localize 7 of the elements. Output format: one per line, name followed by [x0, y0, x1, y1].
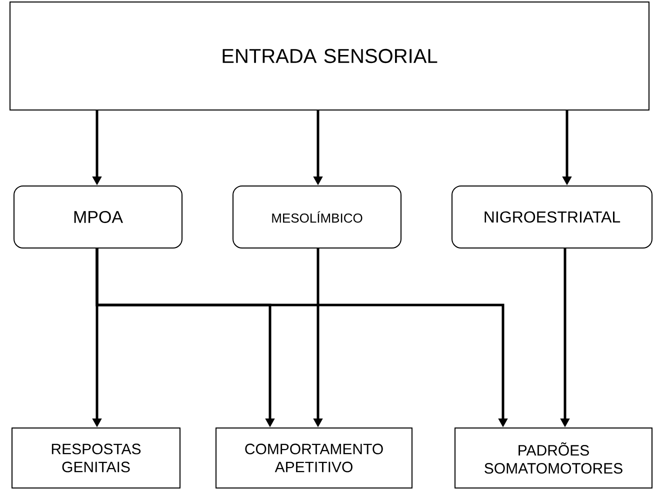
box: COMPORTAMENTO APETITIVO — [216, 427, 412, 488]
rounded-box: MESOLÍMBICO — [232, 186, 402, 248]
box: ENTRADA SENSORIAL — [10, 2, 650, 110]
box: PADRÕES SOMATOMOTORES — [454, 427, 652, 488]
rounded-box: MPOA — [14, 186, 182, 248]
box: RESPOSTAS GENITAIS — [12, 427, 180, 488]
rounded-box: NIGROESTRIATAL — [452, 186, 652, 248]
